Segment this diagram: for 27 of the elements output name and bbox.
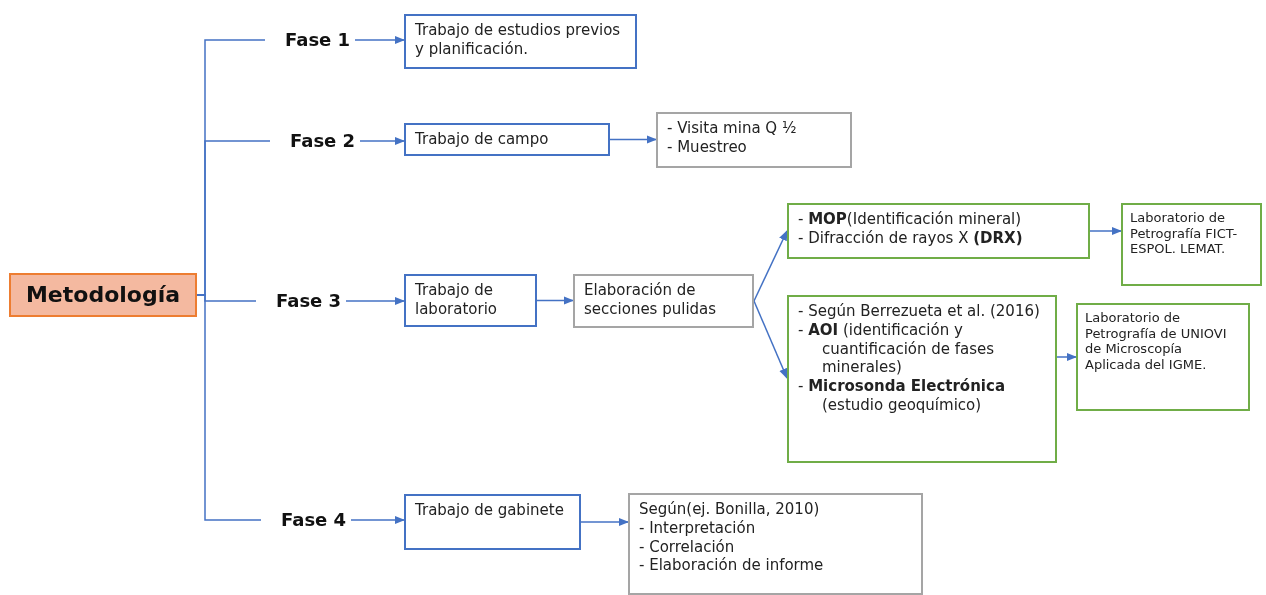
phase-label: Fase 2 [270,126,360,156]
arrow [350,515,406,525]
connector-line [196,294,262,521]
arrow [1089,226,1123,236]
process-box: Trabajo de laboratorio [404,274,537,327]
arrow [345,296,406,306]
arrow [753,230,788,302]
arrow [536,296,575,305]
process-box: Trabajo de gabinete [404,494,581,550]
arrow [359,136,406,146]
phase-label: Fase 4 [261,505,351,535]
process-box: Elaboración de secciones pulidas [573,274,754,328]
phase-label: Fase 1 [265,25,355,55]
lab-box: Laboratorio de Petrografía FICT-ESPOL. LEMAT. [1121,203,1262,286]
lab-box: Laboratorio de Petrografía de UNIOVI de Microscopía Aplicada del IGME. [1076,303,1250,411]
title-box: Metodología [9,273,197,317]
list-box: Según(ej. Bonilla, 2010) - Interpretación - Correlación - Elaboración de informe [628,493,923,595]
process-box: Trabajo de estudios previos y planificación. [404,14,637,69]
method-box: - MOP(Identificación mineral) - Difracción de rayos X (DRX) [787,203,1090,259]
list-box: - Visita mina Q ½ - Muestreo [656,112,852,168]
method-box: - Según Berrezueta et al. (2016) - AOI (identificación y cuantificación de fases minerales) - Microsonda Electrónica (estudio geoquímico) [787,295,1057,463]
arrow [354,35,406,45]
phase-label: Fase 3 [256,286,346,316]
process-box: Trabajo de campo [404,123,610,156]
arrow [1056,352,1078,362]
arrow [580,517,630,527]
arrow [609,135,658,144]
